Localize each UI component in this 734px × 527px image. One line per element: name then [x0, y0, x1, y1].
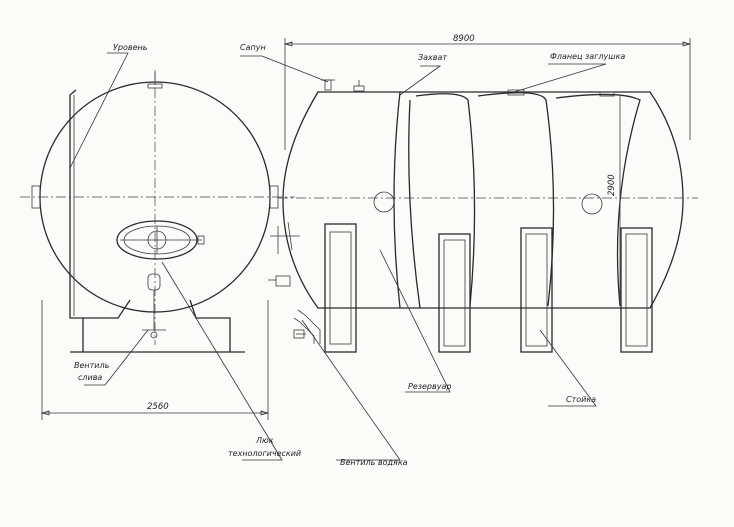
- leader-breather: [240, 55, 329, 83]
- segment-line-3: [415, 93, 476, 307]
- segment-line-2: [408, 99, 421, 309]
- supports: [324, 223, 653, 353]
- level-gauge-pipe: [69, 89, 84, 319]
- label-breather: Сапун: [240, 43, 266, 52]
- support-2: [438, 233, 471, 353]
- support-1: [324, 223, 357, 353]
- drain-outlet: [147, 273, 161, 291]
- side-view-shell: [282, 91, 684, 309]
- label-level: Уровень: [113, 43, 148, 52]
- left-nozzle: [31, 185, 41, 209]
- label-support: Стойка: [566, 395, 596, 404]
- leader-blind-flange: [513, 63, 607, 93]
- side-hatch-1: [373, 191, 395, 213]
- label-drain-valve-line1: Вентиль: [74, 361, 110, 370]
- label-reservoir: Резервуар: [408, 382, 451, 391]
- label-manhole-line1: Люк: [255, 436, 274, 445]
- side-hatch-2: [581, 193, 603, 215]
- end-fittings: [270, 221, 300, 254]
- segment-line-1: [393, 91, 401, 309]
- label-manhole-line2: технологический: [228, 449, 301, 458]
- leader-level: [69, 52, 129, 169]
- leader-grip: [399, 65, 442, 96]
- support-3: [520, 227, 553, 353]
- right-nozzle: [269, 185, 279, 209]
- label-drain-valve-line2: слива: [78, 373, 102, 382]
- end-view: [20, 70, 295, 420]
- segment-line-4: [477, 92, 555, 307]
- leader-lines: [69, 52, 607, 461]
- side-view: [268, 38, 698, 353]
- dimension-width: 2560: [147, 402, 169, 412]
- support-4: [620, 227, 653, 353]
- leader-reservoir: [379, 249, 451, 393]
- blind-flange: [507, 89, 525, 96]
- dimension-height: 2900: [607, 174, 617, 196]
- segment-line-5: [555, 93, 641, 307]
- leader-drain-valve: [84, 329, 149, 386]
- leader-manhole: [161, 261, 283, 461]
- label-blind-flange: Фланец заглушка: [550, 52, 625, 61]
- labels: Уровень Сапун Захват Фланец заглушка Вен…: [74, 34, 625, 467]
- dimension-length: 8900: [453, 34, 475, 44]
- label-fill-valve: Вентиль водяка: [340, 458, 408, 467]
- label-grip: Захват: [418, 53, 447, 62]
- leader-support: [539, 329, 597, 407]
- end-view-support: [82, 299, 231, 352]
- leader-fill-valve: [301, 319, 401, 461]
